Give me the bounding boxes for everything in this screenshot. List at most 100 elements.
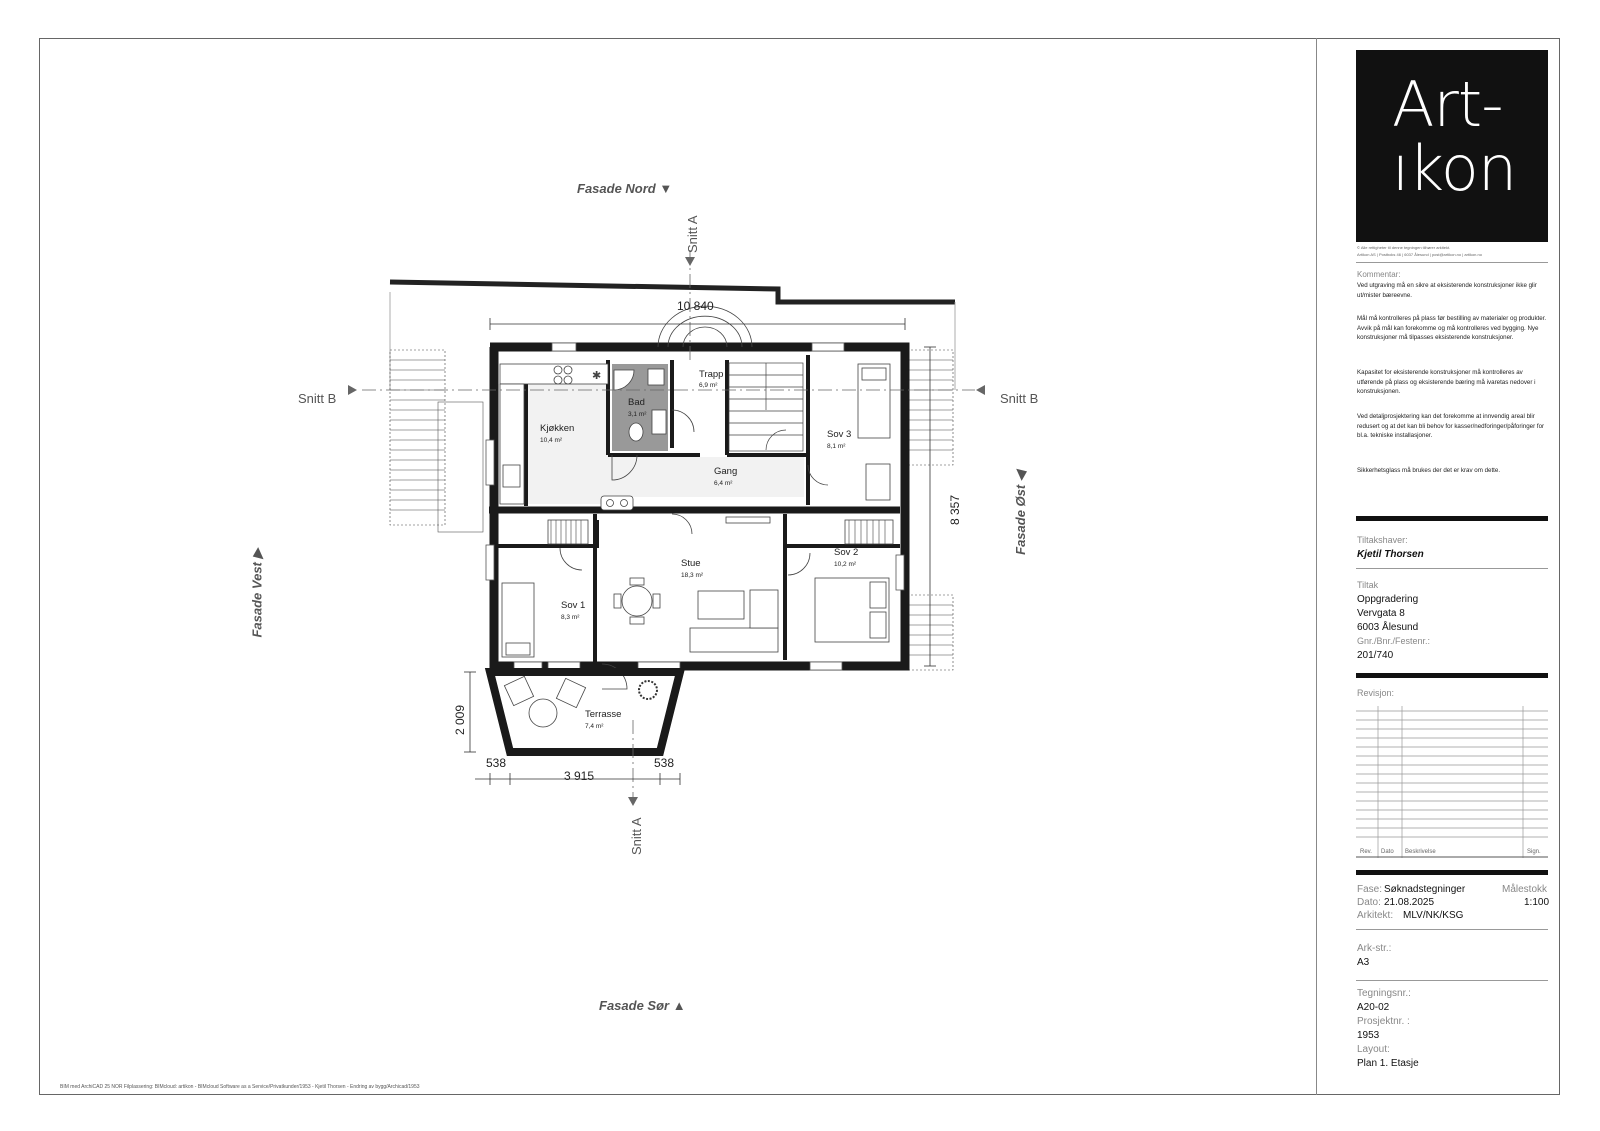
tiltak-line-3: 6003 Ålesund	[1357, 622, 1419, 633]
snitt-b-right: Snitt B	[1000, 391, 1038, 406]
dim-bottom: 3 915	[564, 769, 594, 783]
east-stairs	[902, 349, 954, 671]
title-block-divider	[1316, 38, 1317, 1095]
fasade-nord-label: Fasade Nord ▼	[577, 181, 673, 196]
room-gang-name: Gang	[714, 466, 737, 477]
bathroom-fixtures	[613, 368, 667, 442]
interior-walls	[494, 355, 900, 662]
file-path-footer: BIM med ArchiCAD 25 NOR Filplassering: B…	[60, 1084, 420, 1090]
fase-label: Fase:	[1357, 884, 1383, 895]
section-arrow-icon	[348, 385, 357, 395]
tiltakshaver-label: Tiltakshaver:	[1357, 535, 1408, 545]
dim-terrace-height: 2 009	[453, 705, 467, 735]
entrance-canopy	[657, 305, 753, 348]
room-kjokken-area: 10,4 m²	[540, 437, 563, 444]
section-arrow-icon	[628, 797, 638, 806]
sheet-border	[39, 38, 1560, 1095]
section-bar	[1356, 673, 1548, 678]
tiltak-line-2: Vervgata 8	[1357, 608, 1405, 619]
interior-staircase	[728, 362, 804, 452]
arkitekt-value: MLV/NK/KSG	[1403, 910, 1464, 921]
room-sov2-area: 10,2 m²	[834, 561, 857, 568]
arrow-up-icon: ▲	[672, 998, 686, 1013]
logo-line-1: Art-	[1392, 68, 1504, 141]
snitt-a-top: Snitt A	[685, 215, 700, 253]
sign-col-header: Sign.	[1527, 849, 1541, 855]
dim-538-right: 538	[654, 756, 674, 770]
arrow-down-icon: ▼	[659, 181, 673, 196]
arkstr-label: Ark-str.:	[1357, 943, 1392, 954]
dim-538-left: 538	[486, 756, 506, 770]
divider	[1356, 262, 1548, 263]
kommentar-label: Kommentar:	[1357, 270, 1401, 279]
kommentar-p5: Sikkerhetsglass må brukes der det er kra…	[1357, 467, 1501, 474]
room-bad-name: Bad	[628, 397, 645, 408]
section-bar	[1356, 516, 1548, 521]
room-terrasse-area: 7,4 m²	[585, 723, 604, 730]
room-sov3-area: 8,1 m²	[827, 443, 846, 450]
section-bar	[1356, 870, 1548, 875]
copyright-line-2: Artikon AS | Postboks 46 | 6037 Ålesund …	[1357, 252, 1482, 257]
kommentar-p4: Ved detaljprosjektering kan det forekomm…	[1357, 413, 1545, 440]
room-kjokken-name: Kjøkken	[540, 423, 574, 434]
dato-label: Dato:	[1357, 897, 1381, 908]
floor-plan: ✱	[298, 215, 1038, 855]
light-symbol-icon: ✱	[592, 370, 601, 382]
room-stue-name: Stue	[681, 558, 701, 569]
divider	[1356, 980, 1548, 981]
divider	[1356, 929, 1548, 930]
dim-right: 8 357	[948, 495, 962, 525]
tiltakshaver-value: Kjetil Thorsen	[1357, 549, 1424, 560]
fasade-sor-label: Fasade Sør ▲	[599, 998, 686, 1013]
room-sov2-name: Sov 2	[834, 547, 858, 558]
prosjektnr-label: Prosjektnr. :	[1357, 1016, 1410, 1027]
kommentar-p3: Kapasitet for eksisterende konstruksjone…	[1357, 369, 1536, 396]
arkitekt-label: Arkitekt:	[1357, 910, 1394, 921]
layout-value: Plan 1. Etasje	[1357, 1058, 1419, 1069]
layout-label: Layout:	[1357, 1044, 1390, 1055]
tegningsnr-label: Tegningsnr.:	[1357, 988, 1411, 999]
room-trapp-area: 6,9 m²	[699, 382, 718, 389]
kommentar-p1: Ved utgraving må en sikre at eksisterend…	[1357, 282, 1537, 299]
tegningsnr-value: A20-02	[1357, 1002, 1390, 1013]
kitchen-counter	[499, 363, 609, 505]
divider	[1356, 568, 1548, 569]
room-sov3-name: Sov 3	[827, 429, 851, 440]
gnr-label: Gnr./Bnr./Festenr.:	[1357, 636, 1431, 646]
plant-icon	[638, 680, 658, 700]
room-gang-area: 6,4 m²	[714, 480, 733, 487]
section-arrow-icon	[976, 385, 985, 395]
dato-col-header: Dato	[1381, 849, 1394, 855]
section-arrow-icon	[685, 257, 695, 266]
artikon-logo: Art- ıkon	[1356, 50, 1548, 242]
room-bad-area: 3,1 m²	[628, 411, 647, 418]
prosjektnr-value: 1953	[1357, 1030, 1380, 1041]
dim-top: 10 840	[677, 299, 714, 313]
snitt-a-bottom: Snitt A	[629, 817, 644, 855]
room-terrasse-name: Terrasse	[585, 709, 621, 720]
malestokk-value: 1:100	[1524, 897, 1550, 908]
malestokk-label: Målestokk	[1502, 884, 1548, 895]
snitt-b-left: Snitt B	[298, 391, 336, 406]
living-furniture	[613, 516, 779, 653]
logo-line-2: ıkon	[1392, 132, 1517, 205]
terrace	[484, 668, 686, 756]
room-trapp-name: Trapp	[699, 369, 723, 380]
revisjon-label: Revisjon:	[1357, 688, 1395, 698]
west-stairs	[389, 349, 484, 533]
copyright-line-1: © Alle rettigheter til denne tegningen t…	[1357, 245, 1451, 250]
tiltak-label: Tiltak	[1357, 580, 1379, 590]
room-stue-area: 18,3 m²	[681, 572, 704, 579]
retaining-wall	[389, 279, 955, 305]
gnr-value: 201/740	[1357, 650, 1394, 661]
beskrivelse-col-header: Beskrivelse	[1405, 849, 1436, 855]
kommentar-p2: Mål må kontrolleres på plass før bestill…	[1357, 315, 1547, 342]
tiltak-line-1: Oppgradering	[1357, 594, 1419, 605]
room-sov1-name: Sov 1	[561, 600, 585, 611]
room-sov1-area: 8,3 m²	[561, 614, 580, 621]
rev-col-header: Rev.	[1360, 849, 1372, 855]
dato-value: 21.08.2025	[1384, 897, 1435, 908]
fase-value: Søknadstegninger	[1384, 884, 1466, 895]
revision-table	[1356, 706, 1548, 858]
arkstr-value: A3	[1357, 957, 1370, 968]
